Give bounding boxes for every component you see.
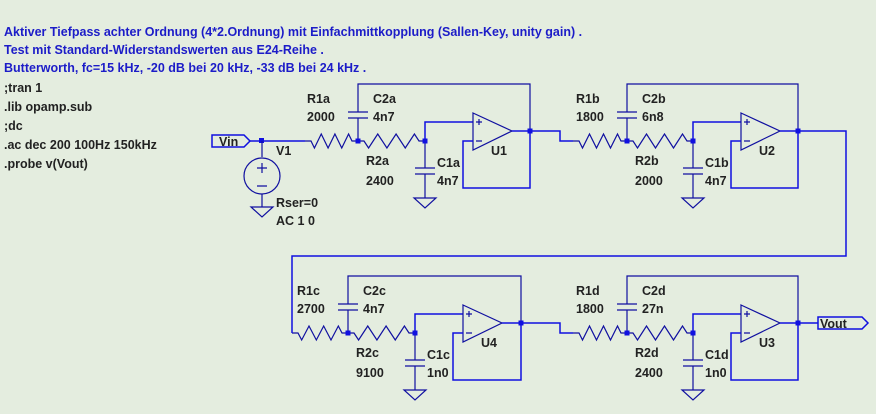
r2-value: 2400 xyxy=(635,366,663,380)
opamp-name: U1 xyxy=(491,144,507,158)
junction-dot xyxy=(422,138,428,144)
ground-icon xyxy=(680,389,706,401)
r1-value: 1800 xyxy=(576,110,604,124)
resistor-r1[interactable] xyxy=(305,132,358,150)
junction-dot xyxy=(690,138,696,144)
c2-name: C2b xyxy=(642,92,666,106)
opamp-name: U2 xyxy=(759,144,775,158)
capacitor-c2[interactable] xyxy=(348,83,531,141)
opamp[interactable] xyxy=(472,112,514,151)
r1-name: R1b xyxy=(576,92,600,106)
comment-title[interactable]: Aktiver Tiefpass achter Ordnung (4*2.Ord… xyxy=(4,25,583,39)
opamp-name: U4 xyxy=(481,336,497,350)
vin-label: Vin xyxy=(219,135,238,149)
capacitor-c1[interactable] xyxy=(415,141,435,198)
c1-name: C1a xyxy=(437,156,461,170)
c1-value: 1n0 xyxy=(427,366,449,380)
c2-name: C2a xyxy=(373,92,397,106)
capacitor-c2[interactable] xyxy=(617,83,799,141)
c2-name: C2c xyxy=(363,284,386,298)
v1-rser: Rser=0 xyxy=(276,196,318,210)
directive-probe[interactable]: .probe v(Vout) xyxy=(4,157,88,171)
capacitor-c2[interactable] xyxy=(617,275,799,333)
vin-port[interactable]: Vin xyxy=(211,134,252,149)
ground-icon xyxy=(680,197,706,209)
junction-dot xyxy=(624,138,630,144)
c1-value: 4n7 xyxy=(437,174,459,188)
r1-value: 2700 xyxy=(297,302,325,316)
junction-dot xyxy=(355,138,361,144)
resistor-r1[interactable] xyxy=(292,324,348,342)
comment-e24[interactable]: Test mit Standard-Widerstandswerten aus … xyxy=(4,43,324,57)
r1-value: 1800 xyxy=(576,302,604,316)
directive-lib[interactable]: .lib opamp.sub xyxy=(4,100,93,114)
directive-tran[interactable]: ;tran 1 xyxy=(4,81,43,95)
resistor-r2[interactable] xyxy=(358,132,425,150)
c2-name: C2d xyxy=(642,284,666,298)
vout-port[interactable]: Vout xyxy=(817,316,870,331)
r2-name: R2a xyxy=(366,154,390,168)
junction-dot xyxy=(412,330,418,336)
r2-value: 2400 xyxy=(366,174,394,188)
r2-value: 2000 xyxy=(635,174,663,188)
opamp[interactable] xyxy=(462,304,504,343)
opamp[interactable] xyxy=(740,112,782,151)
resistor-r1[interactable] xyxy=(573,132,627,150)
opamp-name: U3 xyxy=(759,336,775,350)
c2-value: 4n7 xyxy=(363,302,385,316)
junction-dot xyxy=(345,330,351,336)
c2-value: 6n8 xyxy=(642,110,664,124)
r1-name: R1a xyxy=(307,92,331,106)
opamp[interactable] xyxy=(740,304,782,343)
v1-ac: AC 1 0 xyxy=(276,214,315,228)
c2-value: 4n7 xyxy=(373,110,395,124)
capacitor-c1[interactable] xyxy=(683,141,703,198)
ground-icon xyxy=(249,206,275,218)
c2-value: 27n xyxy=(642,302,664,316)
r1-value: 2000 xyxy=(307,110,335,124)
vout-label: Vout xyxy=(820,317,848,331)
c1-value: 4n7 xyxy=(705,174,727,188)
comment-butterworth[interactable]: Butterworth, fc=15 kHz, -20 dB bei 20 kH… xyxy=(4,61,367,75)
resistor-r2[interactable] xyxy=(627,324,693,342)
c1-value: 1n0 xyxy=(705,366,727,380)
r1-name: R1c xyxy=(297,284,320,298)
junction-dot xyxy=(690,330,696,336)
r2-name: R2b xyxy=(635,154,659,168)
capacitor-c1[interactable] xyxy=(405,333,425,390)
r2-name: R2c xyxy=(356,346,379,360)
ground-icon xyxy=(402,389,428,401)
resistor-r2[interactable] xyxy=(348,324,415,342)
directive-dc[interactable]: ;dc xyxy=(4,119,23,133)
resistor-r1[interactable] xyxy=(573,324,627,342)
ground-icon xyxy=(412,197,438,209)
junction-dot xyxy=(624,330,630,336)
directive-ac[interactable]: .ac dec 200 100Hz 150kHz xyxy=(4,138,157,152)
r2-name: R2d xyxy=(635,346,659,360)
capacitor-c2[interactable] xyxy=(338,275,522,333)
voltage-source-v1[interactable] xyxy=(243,141,281,218)
c1-name: C1c xyxy=(427,348,450,362)
resistor-r2[interactable] xyxy=(627,132,693,150)
r2-value: 9100 xyxy=(356,366,384,380)
r1-name: R1d xyxy=(576,284,600,298)
v1-name: V1 xyxy=(276,144,291,158)
c1-name: C1d xyxy=(705,348,729,362)
capacitor-c1[interactable] xyxy=(683,333,703,390)
c1-name: C1b xyxy=(705,156,729,170)
